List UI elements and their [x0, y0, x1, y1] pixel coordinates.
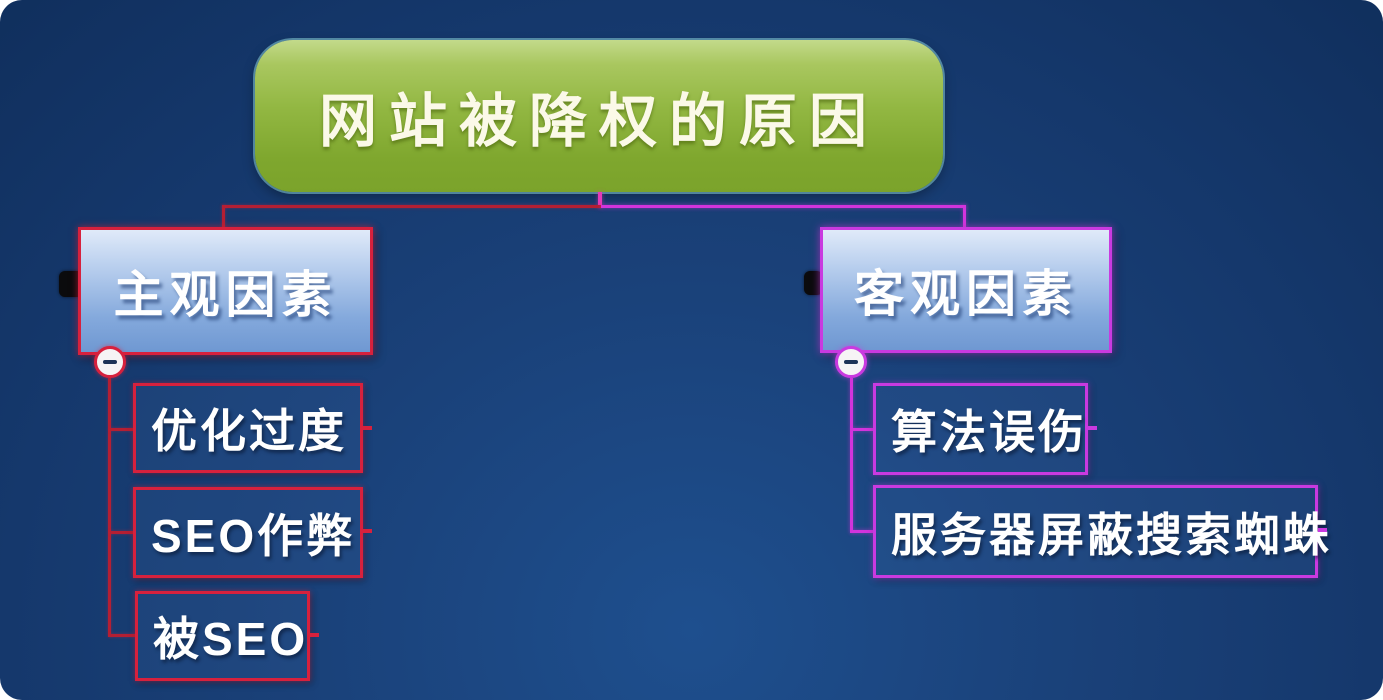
- connector-root-stem: [598, 192, 602, 208]
- branch-node-subjective[interactable]: 主观因素: [78, 227, 373, 355]
- connector-root-to-subjective-horizontal: [222, 205, 601, 208]
- black-tab-icon[interactable]: [804, 271, 823, 295]
- root-topic-label: 网站被降权的原因: [318, 89, 879, 154]
- connector-subjective-stub-1: [110, 428, 134, 431]
- node-nub: [1318, 528, 1327, 532]
- node-nub: [363, 426, 372, 430]
- minus-icon: [844, 360, 858, 364]
- connector-root-to-objective-horizontal: [601, 205, 966, 208]
- connector-objective-stub-1: [852, 428, 874, 431]
- connector-objective-drop: [963, 205, 966, 229]
- child-label: SEO作弊: [151, 509, 356, 562]
- child-label: 服务器屏蔽搜索蜘蛛: [891, 508, 1332, 561]
- root-topic-node[interactable]: 网站被降权的原因: [255, 40, 943, 192]
- child-node-over-optimization[interactable]: 优化过度: [133, 383, 363, 473]
- child-node-being-seoed[interactable]: 被SEO: [135, 591, 310, 681]
- branch-objective-label: 客观因素: [854, 266, 1078, 322]
- child-label: 被SEO: [153, 613, 309, 665]
- connector-subjective-spine: [108, 378, 111, 637]
- child-label: 优化过度: [151, 405, 347, 457]
- child-node-seo-cheating[interactable]: SEO作弊: [133, 487, 363, 578]
- child-node-algorithm-misfire[interactable]: 算法误伤: [873, 383, 1088, 475]
- branch-subjective-label: 主观因素: [113, 267, 338, 323]
- node-nub: [310, 633, 319, 637]
- node-nub: [1088, 426, 1097, 430]
- connector-objective-spine: [850, 378, 853, 533]
- node-nub: [363, 529, 372, 533]
- connector-objective-stub-2: [852, 530, 874, 533]
- child-label: 算法误伤: [891, 406, 1087, 458]
- collapse-button-objective[interactable]: [835, 346, 867, 378]
- minus-icon: [103, 360, 117, 364]
- connector-subjective-stub-2: [110, 531, 134, 534]
- connector-subjective-drop: [222, 205, 225, 229]
- collapse-button-subjective[interactable]: [94, 346, 126, 378]
- child-node-server-blocks-spiders[interactable]: 服务器屏蔽搜索蜘蛛: [873, 485, 1329, 578]
- connector-subjective-stub-3: [110, 634, 136, 637]
- branch-node-objective[interactable]: 客观因素: [820, 227, 1112, 353]
